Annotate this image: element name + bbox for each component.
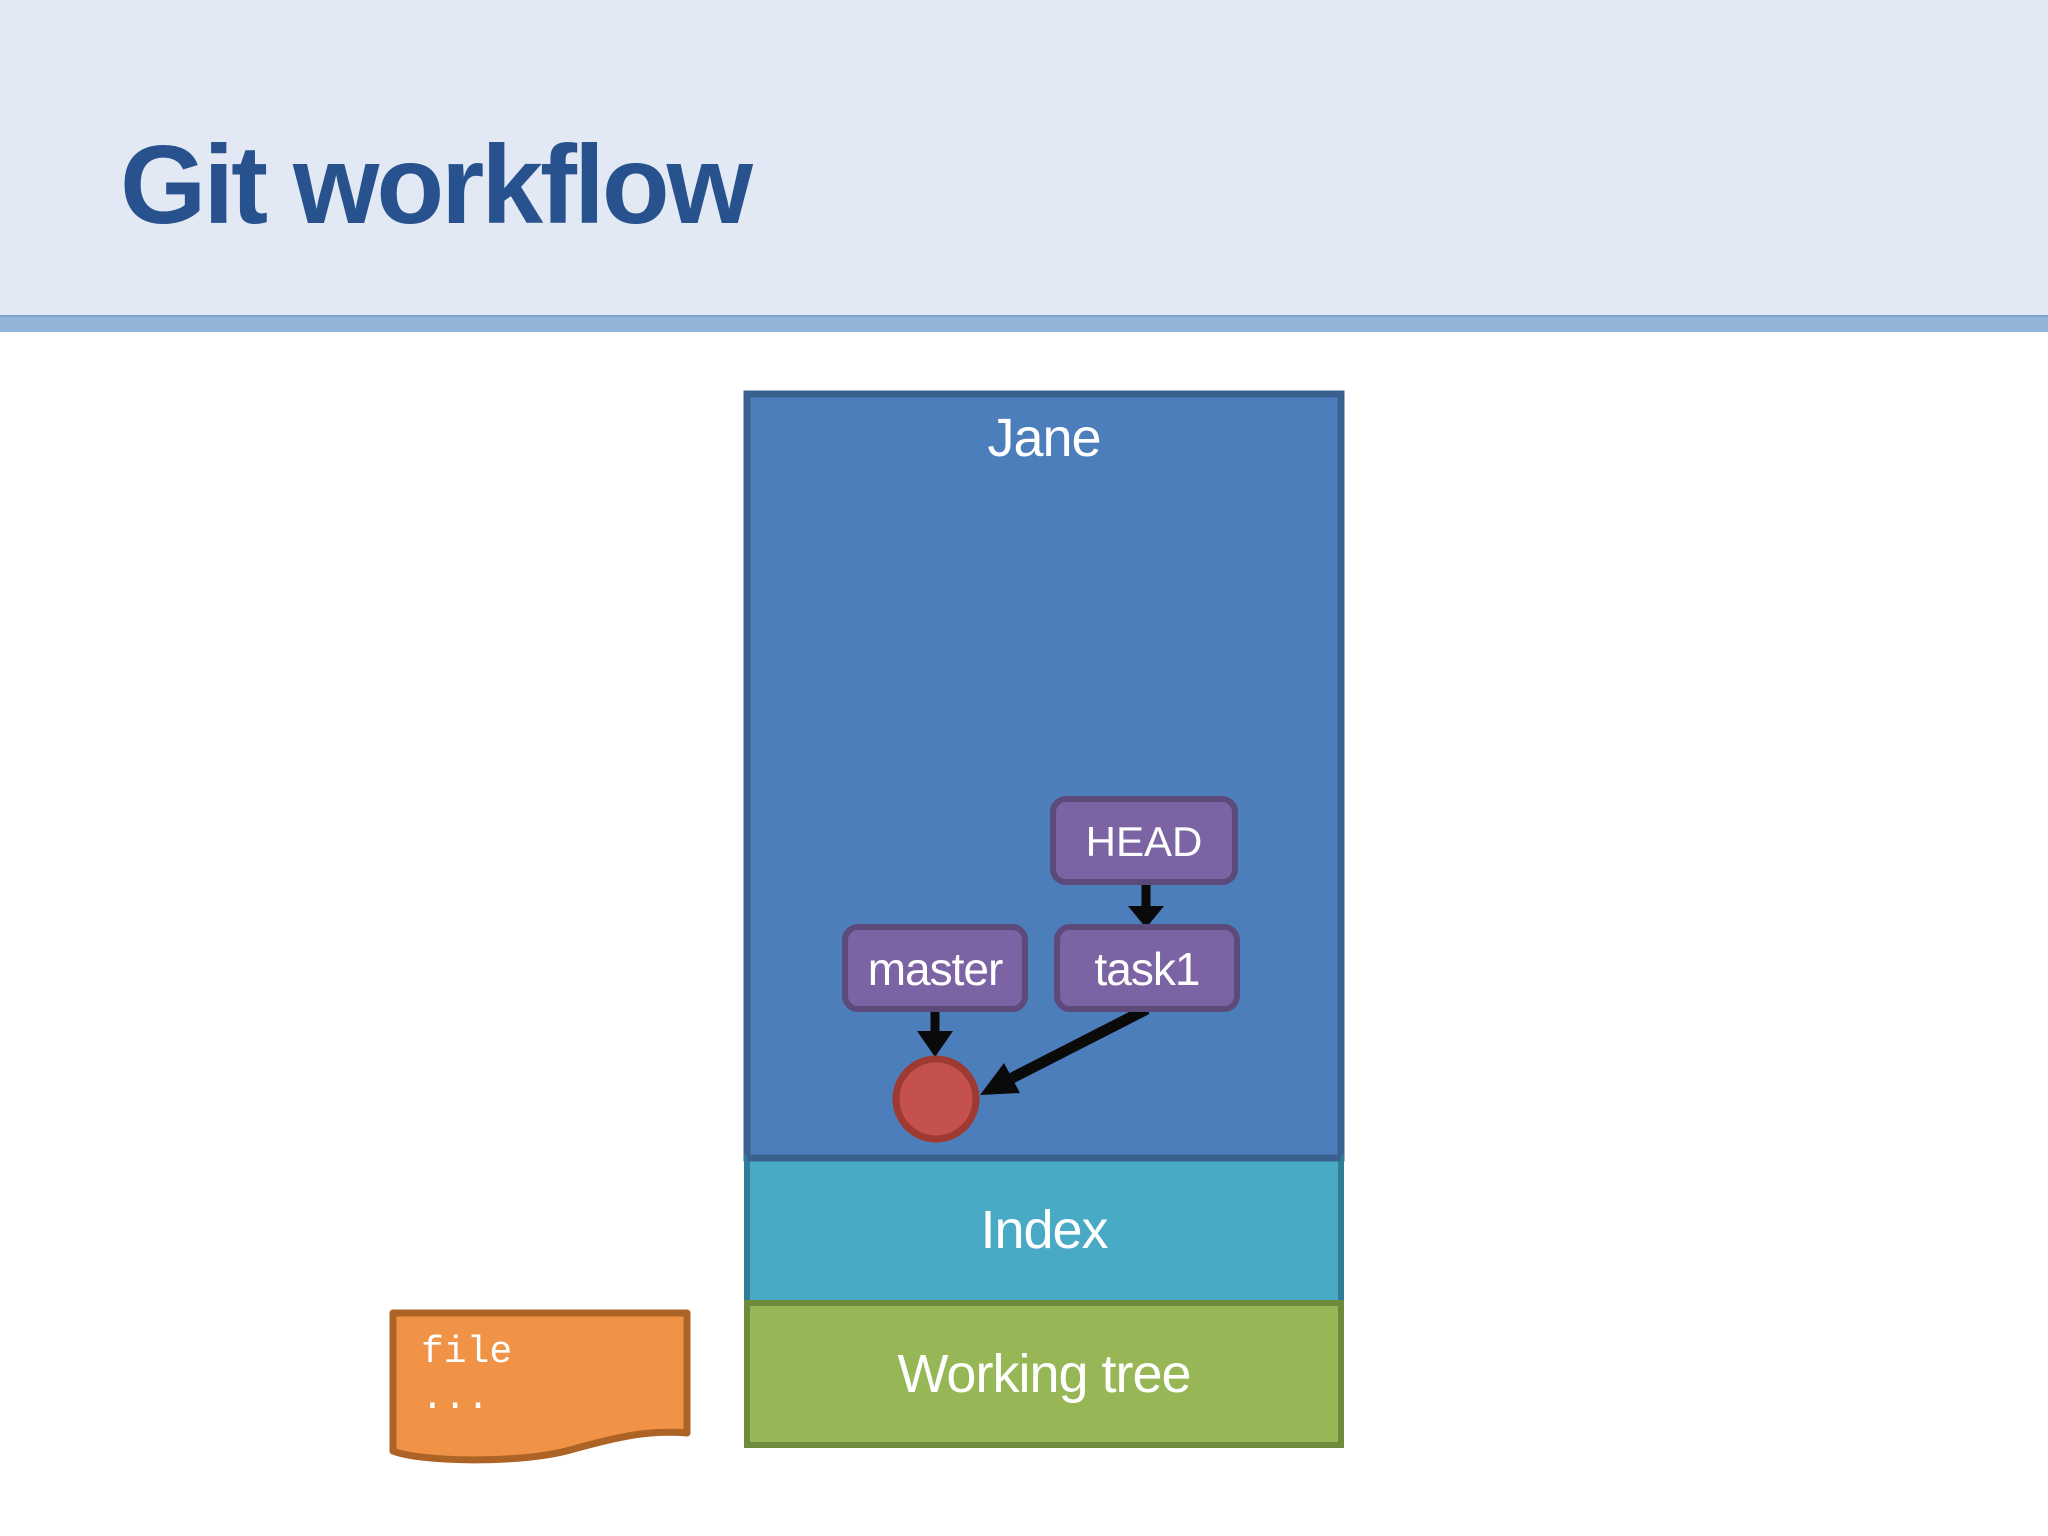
commit-node xyxy=(892,1055,980,1143)
working-tree-label: Working tree xyxy=(897,1344,1190,1404)
arrow-task1-to-commit-shaft xyxy=(1009,1004,1150,1083)
header-divider xyxy=(0,315,2048,332)
task1-box xyxy=(1054,924,1240,1012)
repository-label: Jane xyxy=(987,408,1100,468)
master-label: master xyxy=(868,943,1003,995)
task1-label: task1 xyxy=(1095,943,1200,995)
page-title: Git workflow xyxy=(120,123,753,247)
working-tree-band xyxy=(744,1300,1344,1448)
arrow-master-to-commit-tip xyxy=(917,1031,953,1057)
file-ellipsis: ... xyxy=(421,1377,489,1420)
arrow-task1-to-commit-tip xyxy=(980,1063,1020,1095)
arrow-head-to-task1-tip xyxy=(1128,906,1164,928)
head-box xyxy=(1050,796,1238,885)
slide-header: Git workflow xyxy=(0,0,2048,315)
index-label: Index xyxy=(980,1200,1108,1260)
file-label: file xyxy=(421,1331,512,1374)
file-document-shape xyxy=(389,1309,691,1464)
head-label: HEAD xyxy=(1086,818,1203,865)
master-box xyxy=(842,924,1028,1012)
index-band xyxy=(744,1155,1344,1306)
repository-box xyxy=(743,390,1345,1162)
